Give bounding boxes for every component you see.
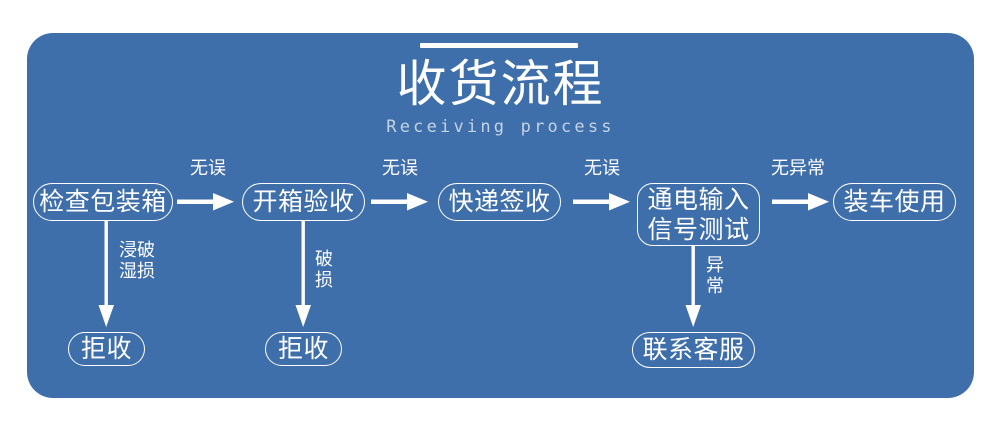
edge-label-e4: 无异常 bbox=[771, 158, 825, 179]
edge-label-v2-line2: 损 bbox=[315, 270, 333, 291]
edge-label-e1: 无误 bbox=[190, 158, 226, 179]
arrow-shaft-e3 bbox=[573, 199, 613, 204]
arrow-shaft-e4 bbox=[772, 199, 812, 204]
page-title: 收货流程 bbox=[396, 55, 605, 113]
flow-node-check-package[interactable]: 检查包装箱 bbox=[33, 183, 173, 221]
arrow-shaft-v1 bbox=[104, 221, 108, 310]
arrow-head-e4 bbox=[808, 193, 829, 211]
flowchart-panel: 收货流程 Receiving process bbox=[27, 33, 974, 398]
arrow-shaft-e1 bbox=[177, 199, 217, 204]
flow-node-unbox-inspection[interactable]: 开箱验收 bbox=[242, 183, 365, 221]
flow-node-contact-support[interactable]: 联系客服 bbox=[632, 332, 755, 368]
arrow-head-e1 bbox=[213, 193, 234, 211]
edge-label-v1-line1: 浸破 bbox=[119, 240, 155, 261]
edge-label-e2: 无误 bbox=[382, 158, 418, 179]
flow-node-load-and-use[interactable]: 装车使用 bbox=[833, 183, 956, 221]
flow-node-power-signal-test-line2: 信号测试 bbox=[647, 214, 750, 244]
edge-label-v2-line1: 破 bbox=[315, 249, 333, 270]
edge-label-v1-line2: 湿损 bbox=[119, 261, 155, 282]
arrow-head-v3 bbox=[685, 305, 701, 327]
flow-node-courier-signoff[interactable]: 快递签收 bbox=[438, 183, 561, 221]
arrow-shaft-v2 bbox=[301, 221, 305, 310]
edge-label-v3: 异 常 bbox=[704, 255, 726, 297]
edge-label-v3-line2: 常 bbox=[706, 276, 724, 297]
flow-node-reject-1[interactable]: 拒收 bbox=[68, 332, 145, 366]
arrow-shaft-e2 bbox=[371, 199, 411, 204]
flow-node-reject-2[interactable]: 拒收 bbox=[265, 332, 342, 366]
edge-label-v3-line1: 异 bbox=[706, 255, 724, 276]
arrow-head-e3 bbox=[609, 193, 630, 211]
arrow-head-v1 bbox=[98, 305, 114, 327]
edge-label-e3: 无误 bbox=[584, 158, 620, 179]
flow-node-power-signal-test[interactable]: 通电输入 信号测试 bbox=[637, 183, 760, 246]
arrow-head-v2 bbox=[295, 305, 311, 327]
edge-label-v2: 破 损 bbox=[313, 249, 335, 291]
title-underline-rule bbox=[420, 43, 578, 48]
arrow-shaft-v3 bbox=[691, 246, 695, 310]
edge-label-v1: 浸破 湿损 bbox=[116, 240, 158, 282]
flow-node-power-signal-test-line1: 通电输入 bbox=[647, 184, 750, 214]
arrow-head-e2 bbox=[407, 193, 428, 211]
page-subtitle: Receiving process bbox=[386, 117, 615, 137]
